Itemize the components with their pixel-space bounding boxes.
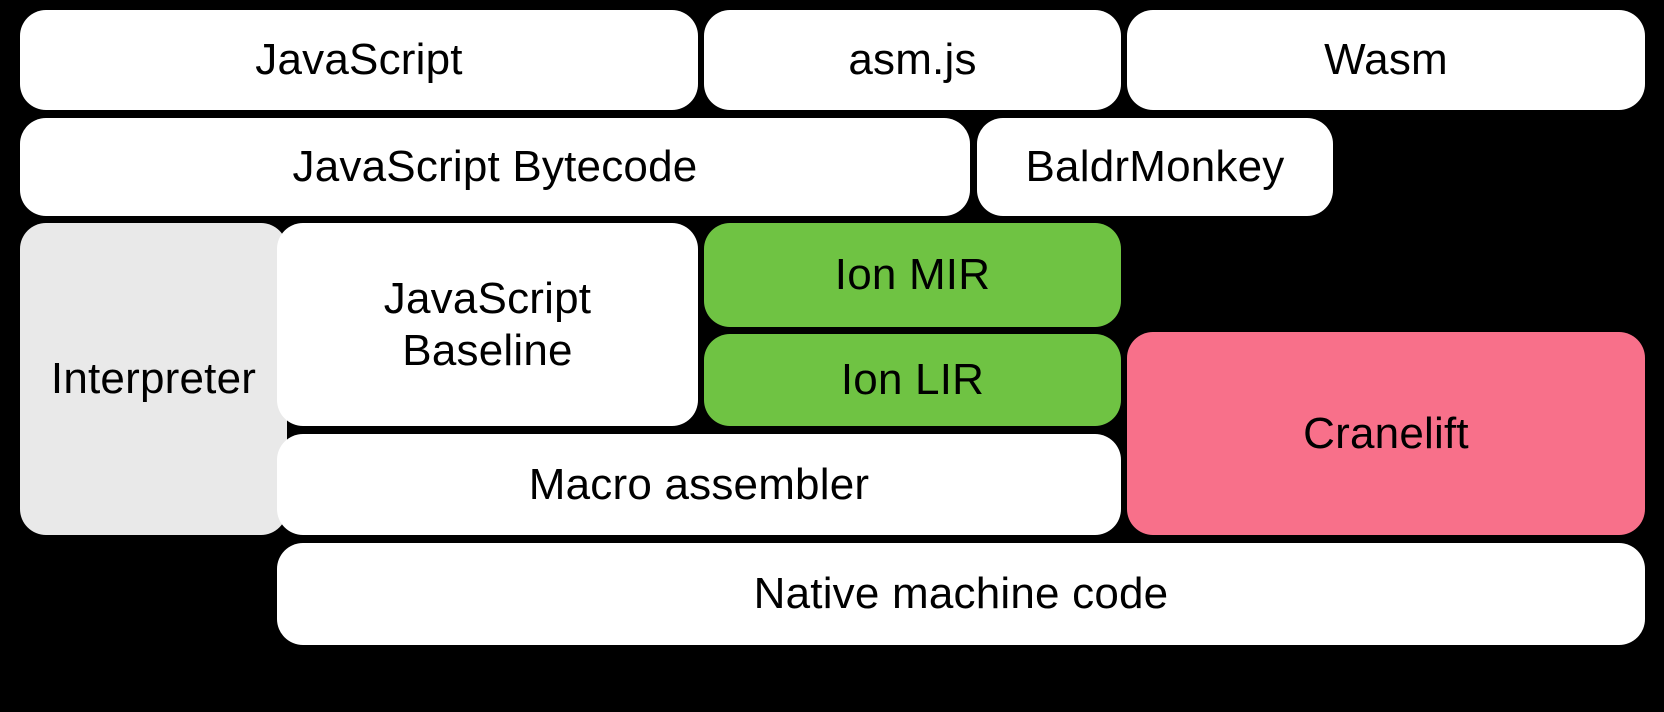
node-cranelift: Cranelift <box>1127 332 1645 535</box>
node-javascript-baseline: JavaScript Baseline <box>277 223 698 426</box>
node-ion-mir: Ion MIR <box>704 223 1121 327</box>
node-interpreter: Interpreter <box>20 223 287 535</box>
node-javascript-bytecode: JavaScript Bytecode <box>20 118 970 216</box>
node-baldrmonkey: BaldrMonkey <box>977 118 1333 216</box>
node-ion-lir: Ion LIR <box>704 334 1121 426</box>
node-javascript: JavaScript <box>20 10 698 110</box>
node-macro-assembler: Macro assembler <box>277 434 1121 535</box>
node-wasm: Wasm <box>1127 10 1645 110</box>
node-native-machine-code: Native machine code <box>277 543 1645 645</box>
node-asm-js: asm.js <box>704 10 1121 110</box>
